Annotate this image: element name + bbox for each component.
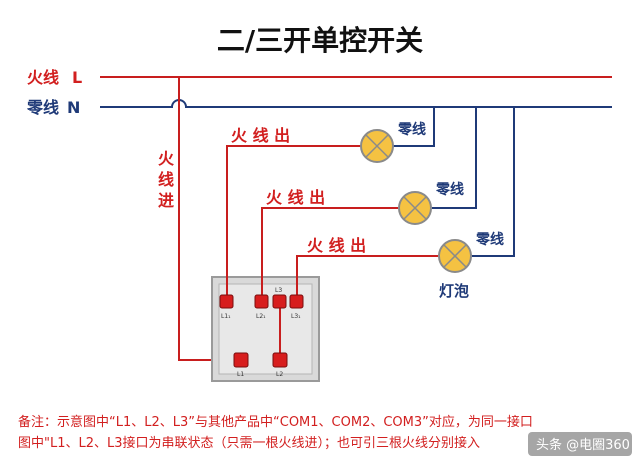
terminal-L1-1: L1₁	[219, 294, 234, 320]
neutral-line-label: 零线	[26, 98, 59, 117]
live-out-label-1: 火 线 出	[231, 126, 290, 145]
lamp-neutral-wire-3	[472, 107, 515, 257]
svg-text:L2: L2	[276, 371, 283, 378]
svg-text:L3: L3	[275, 287, 282, 294]
terminal-L1: L1	[233, 352, 249, 378]
lamp-2	[398, 191, 432, 225]
lamp-neutral-wire-2	[432, 107, 477, 209]
live-in-char-2: 线	[158, 170, 174, 189]
live-line-label: 火线	[27, 68, 59, 87]
lamp-neutral-label-3: 零线	[475, 231, 504, 248]
terminal-L3-1: L3₁	[289, 294, 304, 320]
lamp-1	[360, 129, 394, 163]
lamp-neutral-label-2: 零线	[435, 181, 464, 198]
live-line-letter: L	[72, 68, 82, 87]
live-in-char-3: 进	[158, 191, 174, 210]
live-out-wire-1	[226, 145, 362, 300]
watermark: 头条 @电圈360	[528, 432, 632, 456]
lamp-label: 灯泡	[439, 282, 469, 300]
live-out-label-2: 火 线 出	[266, 188, 325, 207]
live-out-wire-3	[296, 255, 438, 300]
note-line-1: 备注：示意图中“L1、L2、L3”与其他产品中“COM1、COM2、COM3”对…	[18, 414, 533, 430]
diagram-title: 二/三开单控开关	[217, 24, 423, 57]
neutral-line-letter: N	[67, 98, 80, 117]
live-in-char-1: 火	[158, 149, 175, 168]
neutral-line-N	[100, 99, 612, 108]
live-out-label-3: 火 线 出	[307, 236, 366, 255]
watermark-text: 头条 @电圈360	[536, 437, 630, 453]
svg-text:L1₁: L1₁	[221, 313, 231, 320]
terminal-L2: L2	[272, 352, 288, 378]
terminal-L2-1: L2₁	[254, 294, 269, 320]
live-out-wire-2	[261, 207, 398, 300]
lamp-neutral-wire-1	[392, 107, 435, 147]
terminal-L3: L3	[272, 287, 287, 309]
svg-text:L1: L1	[237, 371, 244, 378]
svg-text:L3₁: L3₁	[291, 313, 301, 320]
note-line-2: 图中"L1、L2、L3接口为串联状态（只需一根火线进）；也可引三根火线分别接入	[18, 435, 480, 451]
lamp-neutral-label-1: 零线	[397, 121, 426, 138]
lamp-3	[438, 239, 472, 273]
svg-text:L2₁: L2₁	[256, 313, 266, 320]
